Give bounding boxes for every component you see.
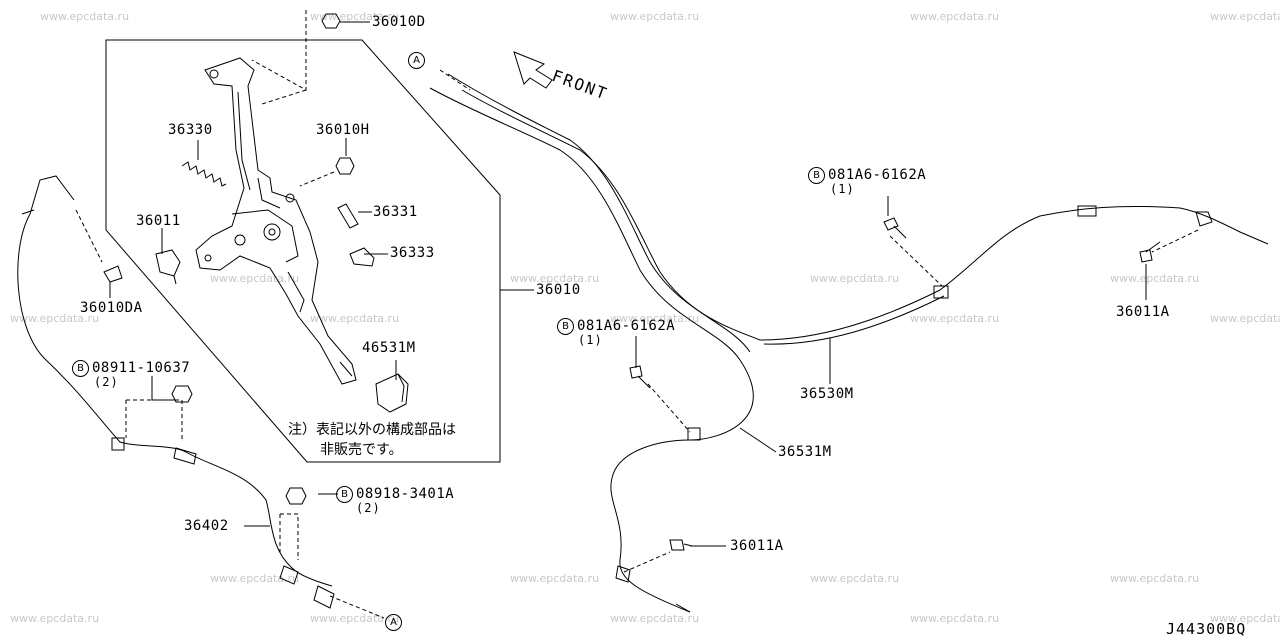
dashed-guides <box>75 10 1199 619</box>
return-spring <box>181 161 227 187</box>
cable-bracket <box>279 565 299 585</box>
part-label-36330: 36330 <box>168 122 213 138</box>
watermark: www.epcdata.ru <box>310 312 400 325</box>
assembly-outline <box>105 39 501 463</box>
bracket <box>349 247 375 267</box>
clip <box>103 265 123 283</box>
nut <box>285 487 307 505</box>
part-label-36331: 36331 <box>373 204 418 220</box>
pedal-assembly <box>195 57 357 385</box>
watermark: www.epcdata.ru <box>1210 612 1280 625</box>
note-line-1: 注）表記以外の構成部品は <box>288 422 456 438</box>
watermark: www.epcdata.ru <box>910 10 1000 23</box>
ref-marker-a: A <box>408 52 425 69</box>
cable-clamp <box>111 437 125 451</box>
switch <box>155 249 181 277</box>
bolt-qty: (1) <box>830 182 855 196</box>
part-label-36402: 36402 <box>184 518 229 534</box>
part-label-36010D: 36010D <box>372 14 426 30</box>
part-label-36011: 36011 <box>136 213 181 229</box>
ref-marker-a: A <box>385 614 402 631</box>
watermark: www.epcdata.ru <box>810 572 900 585</box>
watermark: www.epcdata.ru <box>310 10 400 23</box>
nut <box>321 13 341 29</box>
watermark: www.epcdata.ru <box>1110 272 1200 285</box>
part-label-36010DA: 36010DA <box>80 300 143 316</box>
watermark: www.epcdata.ru <box>610 312 700 325</box>
bolt <box>629 365 651 389</box>
watermark: www.epcdata.ru <box>210 272 300 285</box>
part-label-36011A: 36011A <box>730 538 784 554</box>
watermark: www.epcdata.ru <box>10 612 100 625</box>
bolt-marker: B <box>72 360 89 377</box>
watermark: www.epcdata.ru <box>40 10 130 23</box>
bolt <box>335 157 355 175</box>
bolt <box>669 539 693 551</box>
watermark: www.epcdata.ru <box>610 10 700 23</box>
watermark: www.epcdata.ru <box>810 272 900 285</box>
watermark: www.epcdata.ru <box>910 312 1000 325</box>
bolt-code: 08911-10637 <box>92 360 191 376</box>
bolt-code: 081A6-6162A <box>828 167 927 183</box>
watermark: www.epcdata.ru <box>610 612 700 625</box>
watermark: www.epcdata.ru <box>1210 312 1280 325</box>
bolt-marker: B <box>336 486 353 503</box>
cable-36402 <box>17 213 333 587</box>
part-label-36530M: 36530M <box>800 386 854 402</box>
part-label-36010H: 36010H <box>316 122 370 138</box>
bolt <box>1139 241 1161 263</box>
watermark: www.epcdata.ru <box>210 572 300 585</box>
diagram-code: J44300BQ <box>1166 620 1247 638</box>
watermark: www.epcdata.ru <box>1110 572 1200 585</box>
bolt <box>883 217 907 239</box>
watermark: www.epcdata.ru <box>910 612 1000 625</box>
leader-lines <box>109 21 1147 547</box>
front-arrow <box>513 51 553 89</box>
nut <box>171 385 193 403</box>
part-label-36333: 36333 <box>390 245 435 261</box>
watermark: www.epcdata.ru <box>510 272 600 285</box>
bolt-qty: (2) <box>356 501 381 515</box>
part-label-36531M: 36531M <box>778 444 832 460</box>
part-label-46531M: 46531M <box>362 340 416 356</box>
part-label-36010: 36010 <box>536 282 581 298</box>
part-label-36011A: 36011A <box>1116 304 1170 320</box>
cable-front <box>429 73 1269 613</box>
watermark: www.epcdata.ru <box>1210 10 1280 23</box>
bolt-code: 08918-3401A <box>356 486 455 502</box>
bolt-marker: B <box>557 318 574 335</box>
note-line-2: 非販売です。 <box>320 442 403 458</box>
bolt-code: 081A6-6162A <box>577 318 676 334</box>
watermark: www.epcdata.ru <box>10 312 100 325</box>
stopper-pin <box>337 203 359 229</box>
watermark: www.epcdata.ru <box>510 572 600 585</box>
bolt-qty: (2) <box>94 375 119 389</box>
bolt-qty: (1) <box>578 333 603 347</box>
bolt-marker: B <box>808 167 825 184</box>
